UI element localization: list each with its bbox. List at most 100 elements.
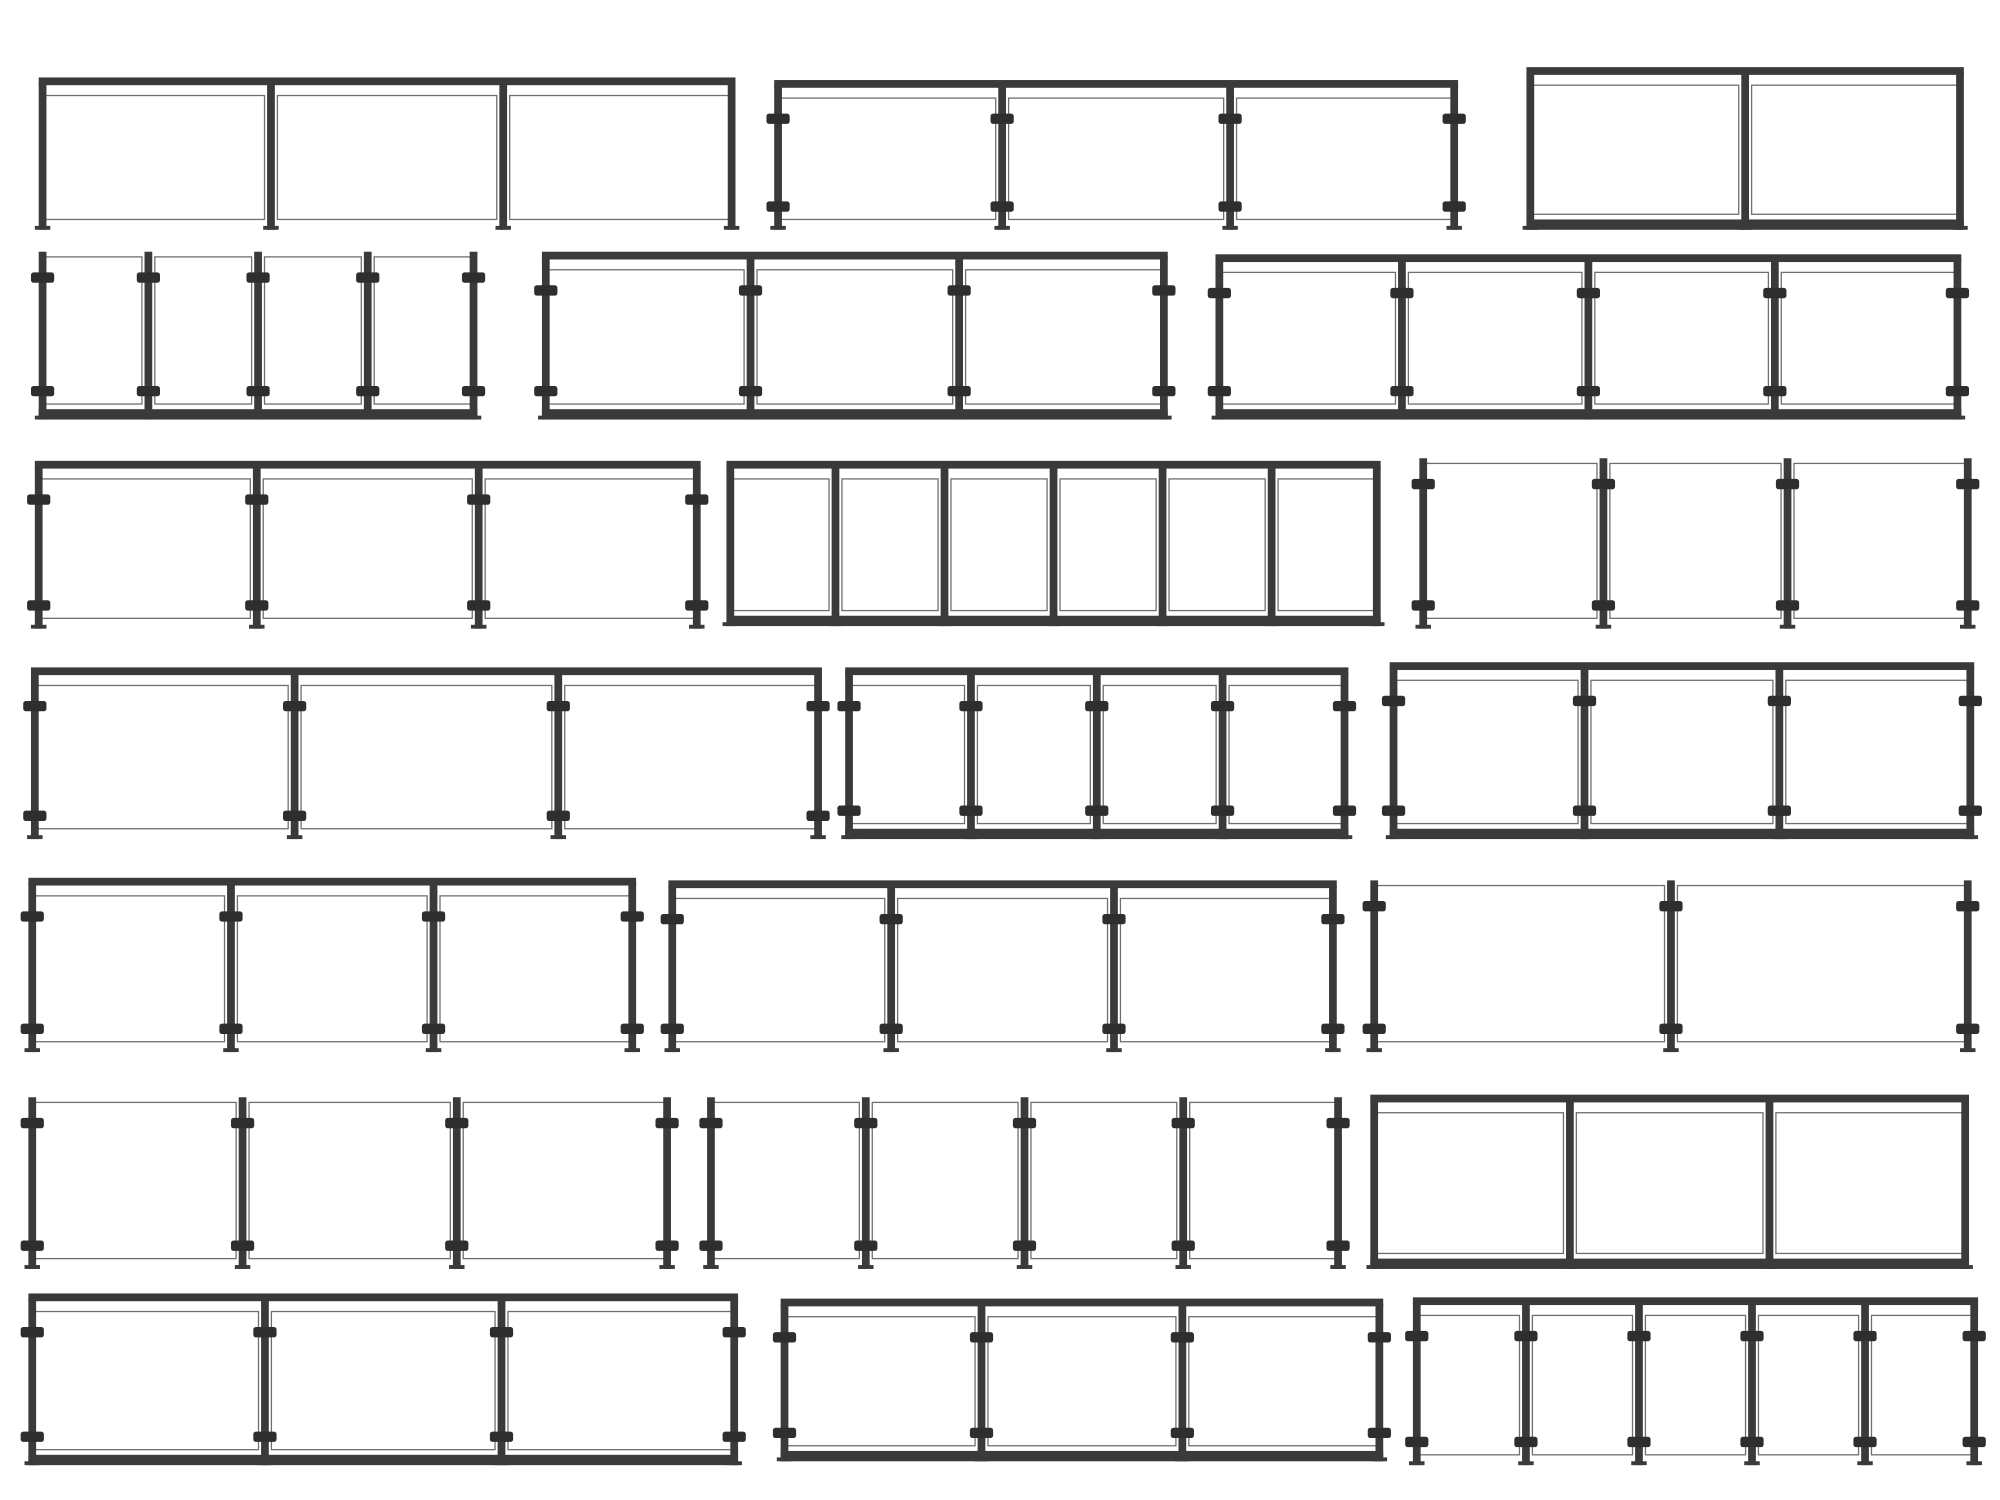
post-base xyxy=(1385,835,1402,840)
glass-panel xyxy=(1757,1314,1860,1456)
post-base xyxy=(1562,1265,1578,1269)
glass-clamp xyxy=(1591,600,1616,611)
glass-clamp xyxy=(546,810,570,821)
glass-panel xyxy=(1030,1101,1178,1260)
post-base xyxy=(1156,415,1172,420)
glass-panel xyxy=(1059,478,1157,612)
glass-clamp xyxy=(1514,1330,1538,1342)
glass-panel xyxy=(1750,84,1959,215)
glass-clamp xyxy=(23,810,47,821)
glass-clamp xyxy=(1332,700,1357,712)
post-base xyxy=(1737,225,1753,230)
post-base xyxy=(1957,1265,1973,1269)
post xyxy=(1375,1303,1384,1462)
glass-clamp xyxy=(1218,113,1242,124)
glass-clamp xyxy=(20,1327,44,1338)
top-rail xyxy=(1412,1297,1979,1306)
post-base xyxy=(449,1265,465,1269)
glass-clamp xyxy=(253,1431,277,1442)
post xyxy=(780,1303,789,1462)
post-base xyxy=(726,1461,742,1466)
railing-16 xyxy=(20,1097,679,1269)
glass-clamp xyxy=(738,385,763,397)
glass-clamp xyxy=(1775,600,1800,611)
glass-clamp xyxy=(461,385,486,397)
glass-clamp xyxy=(1207,287,1231,299)
glass-clamp xyxy=(1576,287,1600,299)
post xyxy=(38,82,47,230)
post xyxy=(1020,1097,1029,1269)
glass-panel xyxy=(276,94,498,221)
top-rail xyxy=(1526,67,1964,75)
glass-clamp xyxy=(1442,113,1466,124)
glass-clamp xyxy=(620,1023,644,1034)
post xyxy=(1966,667,1975,840)
glass-panel xyxy=(1221,271,1397,405)
post xyxy=(541,256,550,420)
top-rail xyxy=(30,667,822,676)
post xyxy=(1526,72,1535,230)
glass-clamp xyxy=(230,1240,255,1251)
glass-panel xyxy=(1531,1314,1634,1456)
glass-clamp xyxy=(246,272,270,283)
glass-clamp xyxy=(1152,385,1176,397)
glass-clamp xyxy=(1853,1330,1877,1342)
glass-panel xyxy=(236,895,428,1043)
glass-clamp xyxy=(1775,478,1800,490)
glass-panel xyxy=(1594,271,1770,405)
post-base xyxy=(1779,624,1796,629)
glass-clamp xyxy=(30,385,55,397)
glass-panel xyxy=(1676,884,1966,1043)
glass-panel xyxy=(1590,679,1774,825)
glass-clamp xyxy=(245,600,269,611)
railing-1 xyxy=(34,77,740,230)
railing-17 xyxy=(699,1097,1350,1269)
post-base xyxy=(1518,1461,1534,1466)
post-base xyxy=(1089,835,1105,840)
glass-clamp xyxy=(1956,600,1980,611)
glass-clamp xyxy=(959,805,983,816)
post-base xyxy=(360,415,376,420)
top-rail xyxy=(34,460,701,469)
glass-clamp xyxy=(20,1023,44,1034)
railing-21 xyxy=(1405,1297,1986,1466)
post-base xyxy=(1857,1461,1873,1466)
post xyxy=(1179,1097,1188,1269)
glass-clamp xyxy=(1945,287,1970,299)
glass-panel xyxy=(950,478,1048,612)
glass-panel xyxy=(509,94,730,221)
post xyxy=(1765,1099,1774,1269)
glass-clamp xyxy=(1085,700,1109,712)
glass-clamp xyxy=(806,810,830,821)
glass-clamp xyxy=(1390,287,1414,299)
railing-8 xyxy=(722,460,1385,627)
post xyxy=(1770,259,1779,420)
glass-panel xyxy=(44,94,266,221)
top-rail xyxy=(845,667,1349,676)
glass-clamp xyxy=(772,1427,797,1439)
glass-clamp xyxy=(283,700,307,712)
glass-clamp xyxy=(1085,805,1109,816)
bottom-rail xyxy=(780,1450,1384,1462)
post-base xyxy=(286,835,303,840)
railing-2 xyxy=(766,80,1466,230)
bottom-rail xyxy=(1370,1258,1970,1269)
post-base xyxy=(810,835,826,840)
post-base xyxy=(234,1265,251,1269)
glass-clamp xyxy=(660,913,684,925)
glass-panel xyxy=(1870,1314,1973,1456)
post xyxy=(1522,1302,1530,1466)
glass-clamp xyxy=(1767,695,1791,707)
glass-clamp xyxy=(699,1117,723,1129)
glass-panel xyxy=(1119,897,1331,1043)
post xyxy=(955,256,964,420)
railing-3 xyxy=(1522,67,1968,230)
glass-clamp xyxy=(947,285,971,296)
glass-panel xyxy=(1609,462,1782,619)
glass-clamp xyxy=(1321,913,1345,925)
post xyxy=(1961,1099,1970,1269)
post-base xyxy=(250,415,266,420)
glass-clamp xyxy=(30,272,55,283)
glass-clamp xyxy=(685,600,709,611)
